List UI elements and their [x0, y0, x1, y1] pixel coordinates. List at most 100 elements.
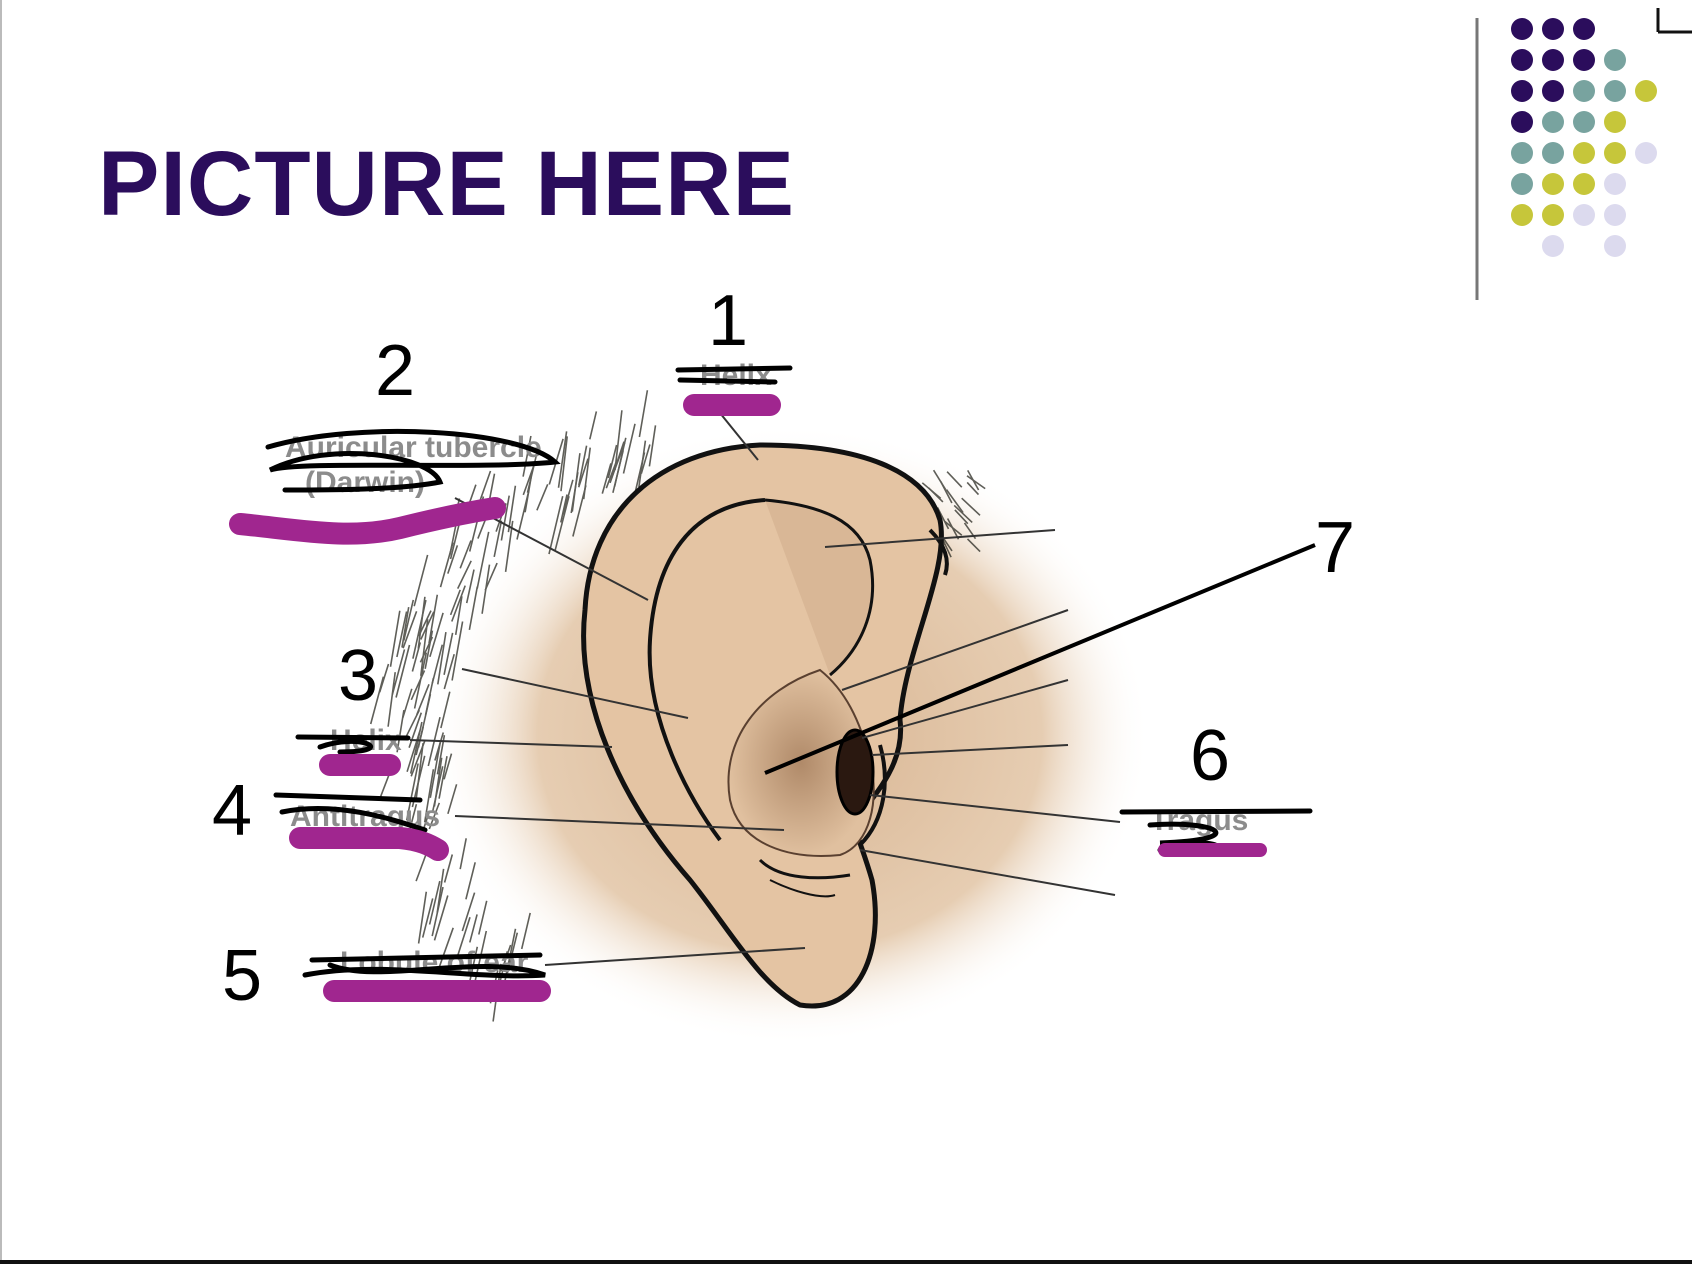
- hair-strand: [612, 450, 624, 493]
- highlight-4: [289, 827, 449, 861]
- hair-strand: [401, 688, 413, 719]
- hair-strand: [421, 898, 434, 938]
- hair-strand: [481, 564, 491, 614]
- leader-4: [454, 815, 785, 831]
- decor-dot: [1604, 49, 1626, 71]
- hair-strand: [459, 540, 472, 569]
- hair-strand: [389, 610, 401, 667]
- hair-strand: [451, 585, 466, 622]
- hair-strand: [443, 854, 454, 883]
- hair-strand: [954, 509, 969, 525]
- hair-strand: [417, 596, 426, 649]
- hair-strand: [622, 423, 636, 474]
- hair-strand: [457, 917, 471, 956]
- decor-dot: [1542, 142, 1564, 164]
- hair-strand: [560, 436, 568, 492]
- hair-strand: [387, 672, 396, 727]
- leader-extra-1: [859, 849, 1116, 896]
- hair-strand: [428, 880, 441, 925]
- leader-1: [719, 412, 759, 461]
- hair-strand: [443, 753, 453, 780]
- hair-strand: [439, 542, 454, 588]
- number-7: 7: [1315, 508, 1355, 588]
- decor-dot: [1511, 18, 1533, 40]
- hair-strand: [465, 862, 476, 900]
- decor-dot: [1573, 49, 1595, 71]
- hair-strand: [465, 569, 475, 604]
- number-1: 1: [708, 281, 748, 361]
- highlights: [229, 394, 1267, 1002]
- scribble-1: [675, 365, 793, 385]
- hair-strand: [409, 721, 423, 774]
- hair-strand: [429, 612, 444, 658]
- hair-strand: [429, 740, 442, 798]
- hair-strand: [944, 520, 963, 536]
- hair-strand: [431, 886, 444, 937]
- hair-strand: [415, 743, 424, 798]
- hair-strand: [554, 496, 570, 551]
- hair-strand: [423, 769, 435, 823]
- hair-strand: [416, 684, 430, 715]
- hair-strand: [484, 562, 498, 591]
- number-2: 2: [375, 331, 415, 411]
- leader-5: [544, 947, 806, 966]
- hair-strand: [548, 496, 564, 555]
- hair-strand: [396, 611, 408, 658]
- decor-dot: [1511, 49, 1533, 71]
- hair-strand: [443, 653, 455, 690]
- hair-strand: [417, 891, 428, 944]
- number-3: 3: [338, 636, 378, 716]
- hair-strand: [927, 487, 944, 503]
- slide-left-edge: [0, 0, 2, 1264]
- hair-strand: [395, 644, 411, 698]
- hair-strand: [572, 485, 587, 537]
- leader-3a: [461, 668, 689, 719]
- decor-dot: [1511, 173, 1533, 195]
- hair-strand: [454, 596, 463, 636]
- term-1: Helix: [700, 359, 772, 392]
- decor-dot: [1542, 204, 1564, 226]
- hair-strand: [640, 444, 651, 474]
- decor-dot: [1573, 18, 1595, 40]
- hair-strand: [420, 619, 429, 676]
- hair-strand: [478, 900, 488, 935]
- decor-dot: [1542, 235, 1564, 257]
- hair-strand: [424, 630, 434, 669]
- hair-strand: [607, 444, 618, 479]
- hair-strand: [408, 712, 423, 748]
- decor-dot: [1635, 142, 1657, 164]
- hair-strand: [468, 586, 479, 631]
- hair-strand: [601, 463, 612, 494]
- tragus-edge: [858, 744, 887, 847]
- hair-strand: [638, 390, 649, 438]
- decor-dot: [1604, 204, 1626, 226]
- hair-strand: [610, 442, 626, 481]
- hair-strand: [449, 589, 461, 616]
- leader-6: [869, 794, 1121, 823]
- hair-strand: [447, 545, 459, 574]
- decor-dot: [1542, 18, 1564, 40]
- hair-strand: [578, 445, 588, 486]
- number-5: 5: [222, 936, 262, 1016]
- decor-dot: [1604, 80, 1626, 102]
- leader-lines: [409, 412, 1121, 966]
- hair-strand: [428, 594, 439, 644]
- scribble-4: [273, 792, 428, 833]
- hair-strand: [589, 411, 598, 440]
- decor-dot: [1511, 111, 1533, 133]
- hair-strand: [405, 763, 419, 821]
- leader-extra-5: [871, 744, 1069, 756]
- hair-strand: [953, 504, 973, 523]
- number-6: 6: [1190, 716, 1230, 796]
- hair-strand: [605, 459, 618, 489]
- hair-strand: [961, 497, 981, 516]
- hair-strand: [966, 475, 986, 490]
- scribble-3: [295, 734, 411, 755]
- number-4: 4: [212, 771, 252, 851]
- decor-dot: [1542, 111, 1564, 133]
- hair-strand: [469, 914, 478, 943]
- decor-dot: [1542, 80, 1564, 102]
- hair-strand: [433, 895, 449, 941]
- hair-strand: [403, 599, 415, 641]
- decor-dot: [1511, 204, 1533, 226]
